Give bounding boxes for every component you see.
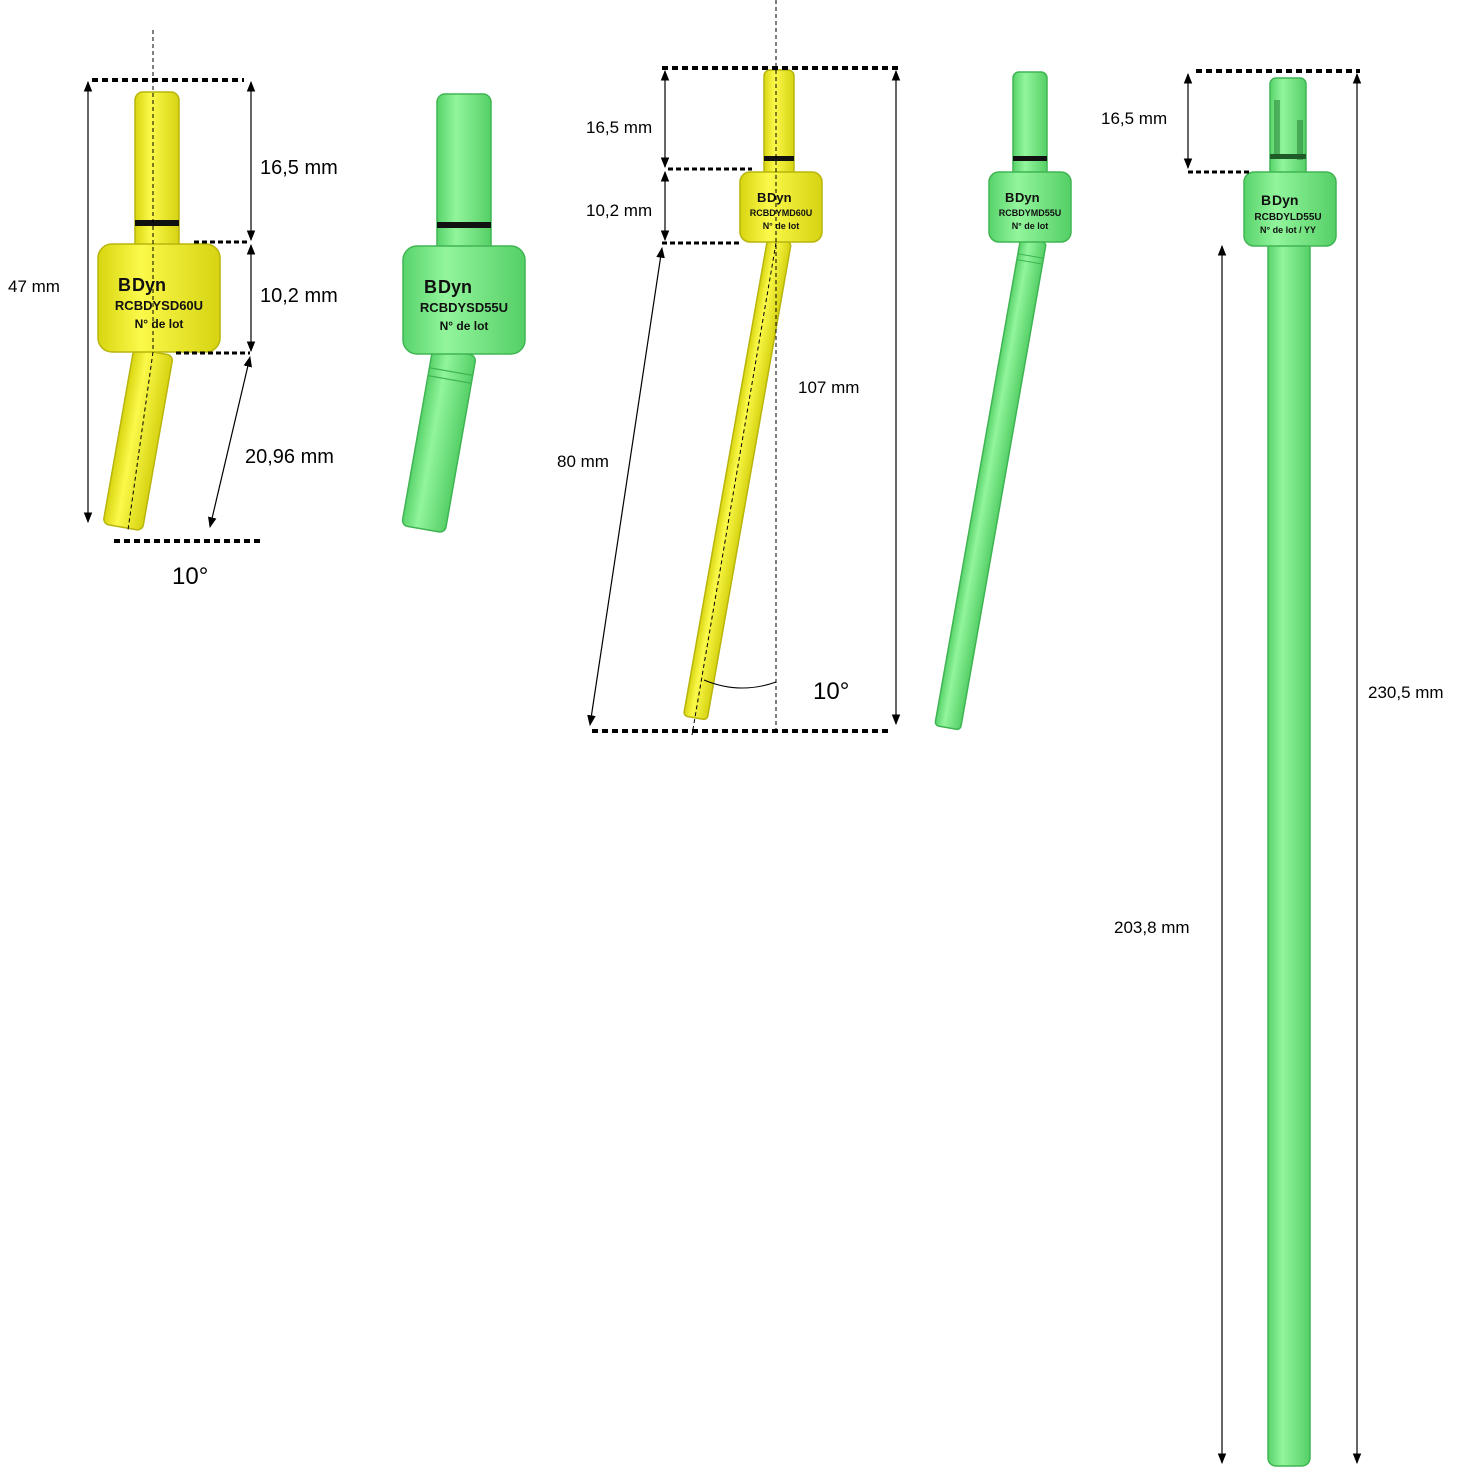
short-yellow-probe: B Dyn RCBDYSD60U N° de lot: [97, 30, 221, 531]
short-total-length-label: 47 mm: [8, 277, 60, 296]
medium-green-logo-prefix: B: [1005, 190, 1014, 205]
short-green-probe: B Dyn RCBDYSD55U N° de lot: [401, 93, 526, 533]
medium-yellow-logo-suffix: Dyn: [767, 190, 792, 205]
medium-green-lot: N° de lot: [1012, 221, 1049, 231]
long-dimensions: 16,5 mm 230,5 mm 203,8 mm: [1101, 69, 1444, 1465]
medium-yellow-logo-prefix: B: [757, 190, 766, 205]
short-yellow-code: RCBDYSD60U: [115, 298, 203, 313]
medium-green-logo-suffix: Dyn: [1015, 190, 1040, 205]
medium-total-length-label: 107 mm: [798, 378, 859, 397]
medium-tip-length-label: 80 mm: [557, 452, 609, 471]
long-green-code: RCBDYLD55U: [1254, 212, 1321, 223]
medium-yellow-lot: N° de lot: [763, 221, 800, 231]
medium-dimensions: 16,5 mm 10,2 mm 80 mm 107 mm 10°: [557, 66, 901, 733]
medium-green-code: RCBDYMD55U: [999, 208, 1062, 218]
medium-green-probe: B Dyn RCBDYMD55U N° de lot: [934, 71, 1072, 731]
long-green-logo-prefix: B: [1261, 192, 1271, 208]
short-green-code: RCBDYSD55U: [420, 300, 508, 315]
medium-angle-label: 10°: [813, 678, 849, 705]
long-top-length-label: 16,5 mm: [1101, 109, 1167, 128]
short-green-logo-prefix: B: [424, 277, 437, 297]
short-angle-label: 10°: [172, 563, 208, 590]
long-green-logo-suffix: Dyn: [1272, 192, 1298, 208]
short-tip-length-label: 20,96 mm: [245, 446, 334, 468]
medium-body-length-label: 10,2 mm: [586, 201, 652, 220]
medium-yellow-probe: B Dyn RCBDYMD60U N° de lot: [683, 0, 823, 736]
short-yellow-logo-suffix: Dyn: [132, 275, 166, 295]
medium-yellow-code: RCBDYMD60U: [750, 208, 813, 218]
medium-top-length-label: 16,5 mm: [586, 118, 652, 137]
short-yellow-logo-prefix: B: [118, 275, 131, 295]
long-tip-length-label: 203,8 mm: [1114, 918, 1190, 937]
long-total-length-label: 230,5 mm: [1368, 683, 1444, 702]
short-green-lot: N° de lot: [440, 319, 489, 333]
short-body-length-label: 10,2 mm: [260, 285, 338, 307]
short-yellow-lot: N° de lot: [135, 317, 184, 331]
long-green-lot: N° de lot / YY: [1260, 225, 1316, 235]
short-dimensions: 47 mm 16,5 mm 10,2 mm 20,96 mm 10°: [8, 78, 338, 590]
short-top-length-label: 16,5 mm: [260, 157, 338, 179]
short-green-logo-suffix: Dyn: [438, 277, 472, 297]
long-green-probe: B Dyn RCBDYLD55U N° de lot / YY: [1243, 77, 1337, 1467]
